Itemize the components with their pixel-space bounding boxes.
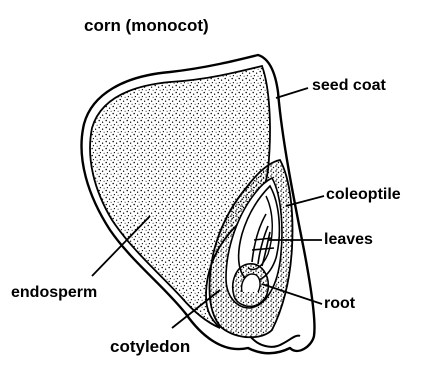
label-root: root bbox=[324, 296, 355, 312]
label-cotyledon: cotyledon bbox=[110, 338, 190, 355]
leader-seed-coat bbox=[276, 88, 308, 98]
label-seed-coat: seed coat bbox=[312, 78, 386, 94]
diagram-title: corn (monocot) bbox=[84, 17, 209, 34]
label-coleoptile: coleoptile bbox=[326, 187, 401, 203]
label-endosperm: endosperm bbox=[11, 285, 97, 301]
label-leaves: leaves bbox=[324, 232, 373, 248]
